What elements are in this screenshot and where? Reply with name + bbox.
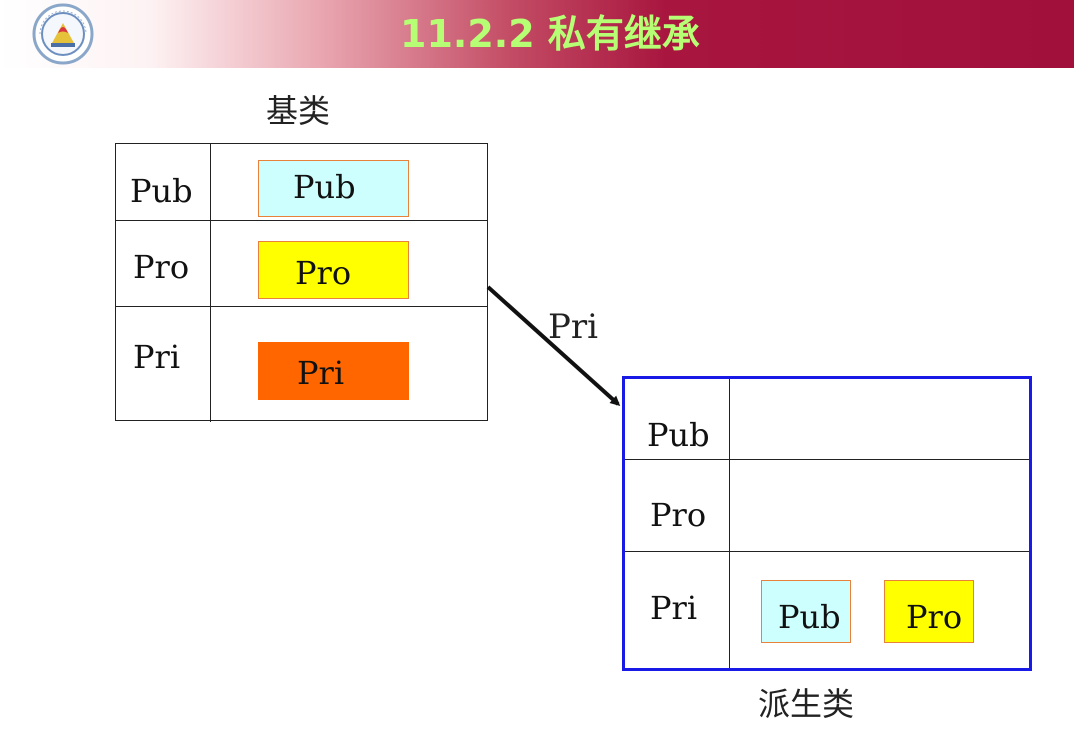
base-member-pro-box: Pro bbox=[258, 241, 409, 299]
base-row-label-pub: Pub bbox=[130, 172, 193, 210]
derived-member-pro-text: Pro bbox=[906, 598, 963, 636]
inheritance-mode-label: Pri bbox=[548, 307, 599, 347]
base-row-label-pri: Pri bbox=[133, 338, 181, 376]
base-member-pro-text: Pro bbox=[295, 254, 352, 292]
slide-title: 11.2.2 私有继承 bbox=[400, 12, 700, 56]
derived-member-pub-box: Pub bbox=[761, 580, 851, 643]
university-logo-icon bbox=[32, 3, 94, 65]
derived-member-pub-text: Pub bbox=[778, 598, 841, 636]
base-member-pub-box: Pub bbox=[258, 160, 409, 217]
derived-table-column-divider bbox=[729, 379, 730, 668]
base-row-label-pro: Pro bbox=[133, 248, 190, 286]
base-table-column-divider bbox=[210, 144, 211, 422]
derived-row-label-pro: Pro bbox=[650, 496, 707, 534]
base-member-pri-text: Pri bbox=[297, 354, 345, 392]
derived-row-label-pri: Pri bbox=[650, 589, 698, 627]
derived-class-table: Pub Pro Pri Pub Pro bbox=[622, 376, 1032, 671]
base-member-pub-text: Pub bbox=[293, 168, 356, 206]
derived-class-caption: 派生类 bbox=[758, 685, 855, 723]
derived-member-pro-box: Pro bbox=[884, 580, 974, 643]
base-class-caption: 基类 bbox=[266, 92, 331, 130]
derived-table-row-divider bbox=[625, 459, 1029, 460]
derived-table-row-divider bbox=[625, 551, 1029, 552]
base-class-table: Pub Pro Pri Pub Pro Pri bbox=[115, 143, 488, 422]
derived-row-label-pub: Pub bbox=[647, 416, 710, 454]
base-table-row-divider bbox=[116, 306, 487, 307]
title-bar bbox=[0, 0, 1074, 68]
base-table-row-divider bbox=[116, 220, 487, 221]
base-member-pri-box: Pri bbox=[258, 342, 409, 400]
